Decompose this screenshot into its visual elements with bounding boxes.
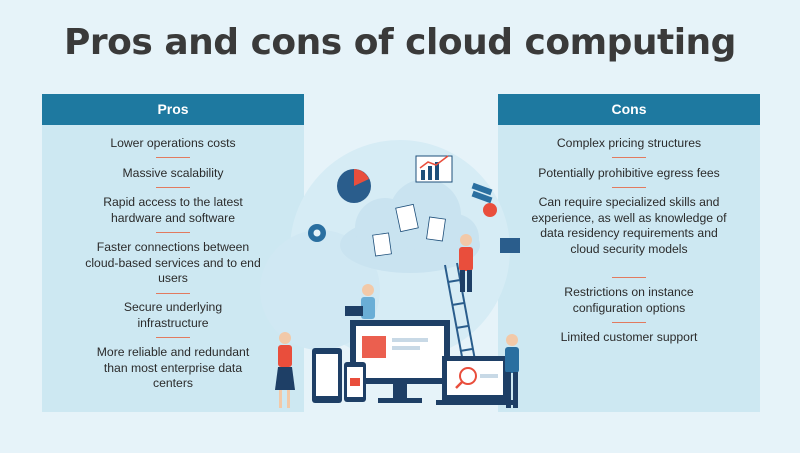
gear-icon bbox=[308, 224, 326, 242]
person-with-phone bbox=[275, 332, 295, 408]
document-icon bbox=[372, 232, 392, 257]
cart-icon bbox=[362, 336, 386, 358]
divider bbox=[612, 157, 646, 158]
pros-item-3: Rapid access to the latest hardware and … bbox=[103, 195, 243, 225]
divider bbox=[612, 277, 646, 278]
divider bbox=[612, 322, 646, 323]
pie-chart-icon bbox=[337, 169, 371, 203]
page-title: Pros and cons of cloud computing bbox=[64, 22, 736, 63]
divider bbox=[612, 187, 646, 188]
pros-panel: Pros Lower operations costs Massive scal… bbox=[42, 94, 304, 412]
cons-item-2: Potentially prohibitive egress fees bbox=[538, 166, 720, 180]
divider bbox=[156, 337, 190, 338]
person-on-ladder bbox=[459, 234, 473, 292]
folder-icon bbox=[500, 238, 520, 253]
document-icon bbox=[395, 203, 419, 233]
laptop bbox=[436, 356, 514, 405]
cloud-computing-illustration bbox=[260, 140, 520, 408]
divider bbox=[156, 232, 190, 233]
divider bbox=[156, 293, 190, 294]
tablet bbox=[312, 348, 342, 403]
cons-panel: Cons Complex pricing structures Potentia… bbox=[498, 94, 760, 412]
cons-item-5: Limited customer support bbox=[560, 330, 698, 344]
pros-item-6: More reliable and redundant than most en… bbox=[96, 345, 250, 390]
person-with-laptop bbox=[345, 284, 375, 319]
search-icon bbox=[455, 367, 498, 389]
cons-header: Cons bbox=[498, 94, 760, 125]
lock-icon bbox=[344, 362, 366, 402]
person-standing bbox=[505, 334, 519, 408]
server-stack-icon bbox=[471, 182, 497, 217]
pros-item-2: Massive scalability bbox=[122, 166, 224, 180]
pros-item-4: Faster connections between cloud-based s… bbox=[85, 240, 261, 285]
divider bbox=[156, 157, 190, 158]
bar-chart-icon bbox=[415, 155, 453, 183]
divider bbox=[156, 187, 190, 188]
cloud-icon bbox=[340, 179, 480, 273]
pros-item-1: Lower operations costs bbox=[110, 136, 236, 150]
pros-item-5: Secure underlying infrastructure bbox=[123, 300, 223, 330]
pros-header: Pros bbox=[42, 94, 304, 125]
cons-item-4: Restrictions on instance configuration o… bbox=[564, 285, 694, 315]
cons-item-3: Can require specialized skills and exper… bbox=[531, 195, 727, 256]
monitor bbox=[350, 320, 450, 403]
document-icon bbox=[426, 216, 446, 242]
cons-item-1: Complex pricing structures bbox=[556, 136, 702, 150]
